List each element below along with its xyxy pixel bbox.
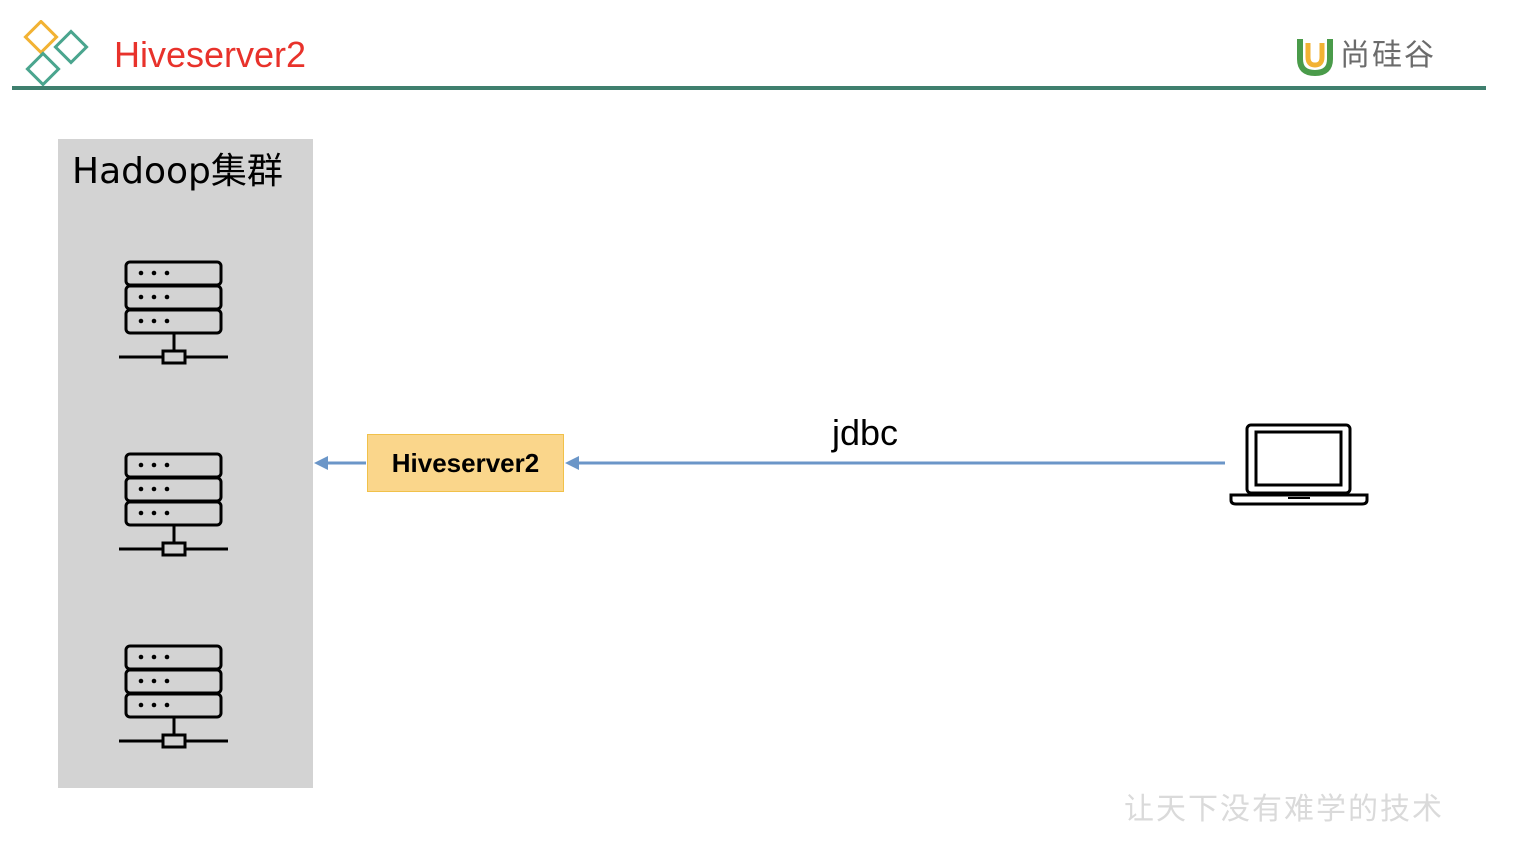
hadoop-cluster: Hadoop集群 bbox=[58, 139, 313, 788]
cluster-label: Hadoop集群 bbox=[72, 151, 283, 192]
slide-title: Hiveserver2 bbox=[114, 34, 307, 75]
arrow-hs2-to-cluster bbox=[314, 456, 366, 470]
server-rack-icon bbox=[119, 260, 228, 365]
arrow-client-to-hs2 bbox=[565, 456, 1225, 470]
brand-logo: 尚硅谷 bbox=[1294, 34, 1436, 78]
brand-name: 尚硅谷 bbox=[1340, 38, 1436, 73]
footer-slogan: 让天下没有难学的技术 bbox=[1124, 792, 1444, 827]
laptop-icon bbox=[1229, 423, 1369, 506]
diamond-grid-icon bbox=[23, 20, 89, 87]
hiveserver2-node: Hiveserver2 bbox=[367, 434, 564, 492]
server-rack-icon bbox=[119, 452, 228, 557]
hiveserver2-node-label: Hiveserver2 bbox=[391, 447, 540, 478]
jdbc-label: jdbc bbox=[832, 412, 899, 453]
server-rack-icon bbox=[119, 644, 228, 749]
u-shield-icon bbox=[1297, 39, 1333, 77]
header-divider bbox=[12, 86, 1486, 90]
